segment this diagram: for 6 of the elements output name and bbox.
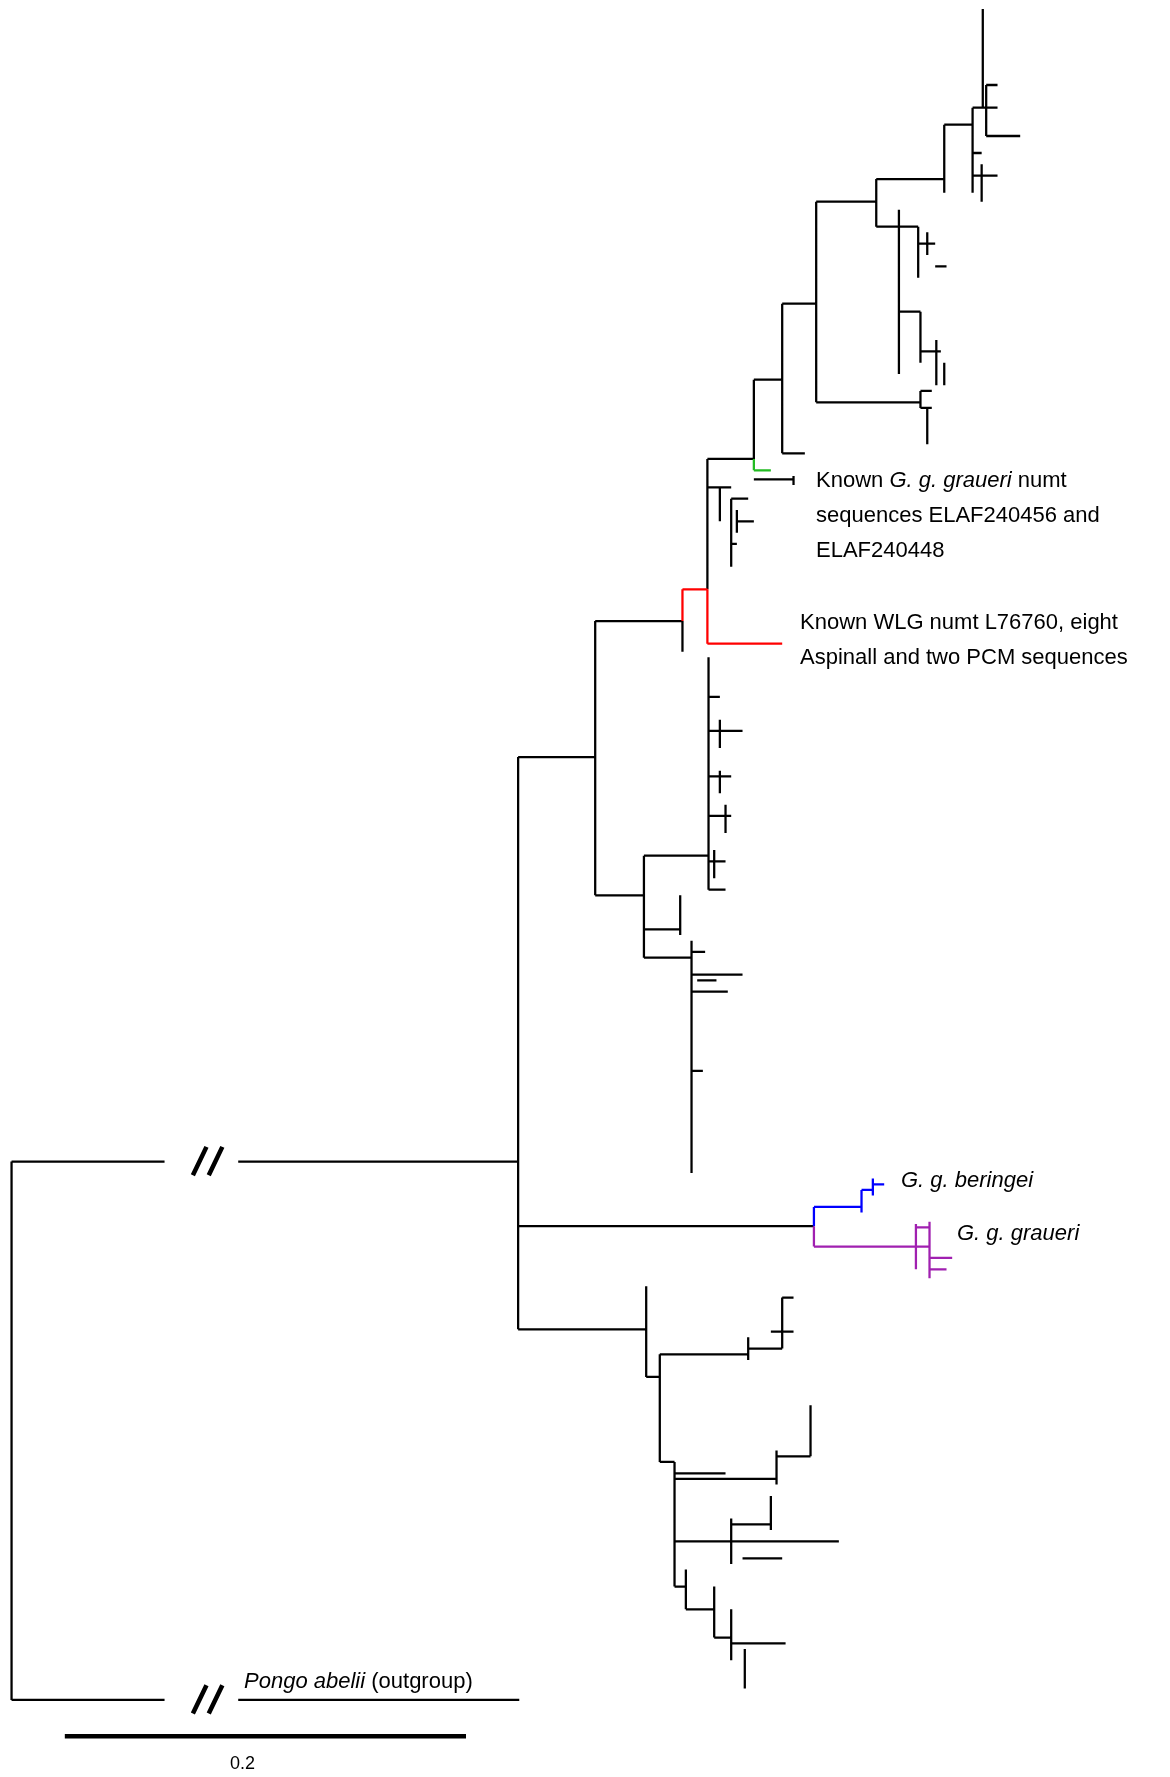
taxon-label: G. g. graueri (957, 1219, 1081, 1247)
annotation-text: Known G. g. graueri numt sequences ELAF240456 and ELAF240448 (816, 466, 1101, 564)
taxon-label: G. g. beringei (901, 1166, 1035, 1194)
annotation-text: Known WLG numt L76760, eight Aspinall and two PCM sequences (800, 608, 1129, 671)
taxon-label: Pongo abelii (outgroup) (244, 1667, 474, 1695)
scale-label: 0.2 (230, 1752, 257, 1774)
